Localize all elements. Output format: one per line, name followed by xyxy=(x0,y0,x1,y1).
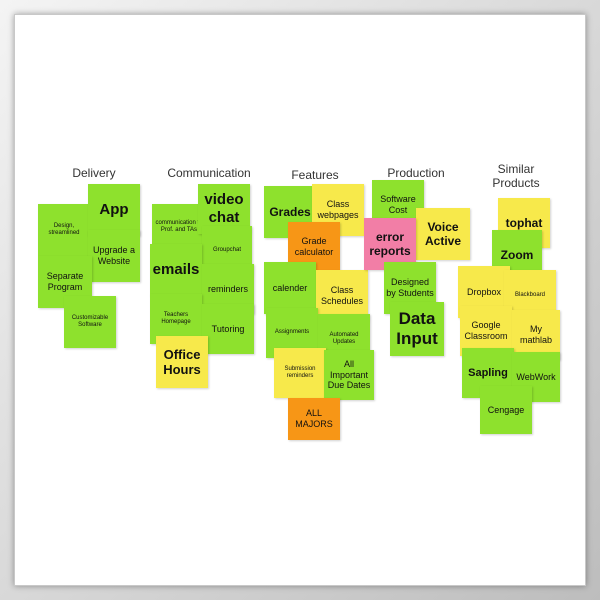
note-calender: calender xyxy=(264,262,316,314)
header-features: Features xyxy=(291,168,339,182)
note-communication-prof: communication to Prof. and TAs xyxy=(152,204,206,250)
note-tutoring: Tutoring xyxy=(202,304,254,354)
note-teachers-homepage: Teachers Homepage xyxy=(150,294,202,344)
header-delivery: Delivery xyxy=(72,166,116,180)
note-upgrade-website: Upgrade a Website xyxy=(88,230,140,282)
note-class-schedules: Class Schedules xyxy=(316,270,368,322)
note-video-chat: video chat xyxy=(198,184,250,234)
note-design-streamlined: Design, streamlined xyxy=(38,204,90,256)
note-my-mathlab: My mathlab xyxy=(512,310,560,360)
note-office-hours: Office Hours xyxy=(156,336,208,388)
header-similar-products: Similar Products xyxy=(492,162,540,190)
header-communication: Communication xyxy=(167,166,251,180)
note-customizable-software: Customizable Software xyxy=(64,296,116,348)
header-production: Production xyxy=(387,166,445,180)
note-all-majors: ALL MAJORS xyxy=(288,398,340,440)
note-data-input: Data Input xyxy=(390,302,444,356)
note-all-important-due-dates: All Important Due Dates xyxy=(324,350,374,400)
note-app: App xyxy=(88,184,140,236)
note-error-reports: error reports xyxy=(364,218,416,270)
note-submission-reminders: Submission reminders xyxy=(274,348,326,398)
note-google-classroom: Google Classroom xyxy=(460,306,512,356)
note-cengage: Cengage xyxy=(480,386,532,434)
note-emails: emails xyxy=(150,244,202,296)
note-voice-active: Voice Active xyxy=(416,208,470,260)
